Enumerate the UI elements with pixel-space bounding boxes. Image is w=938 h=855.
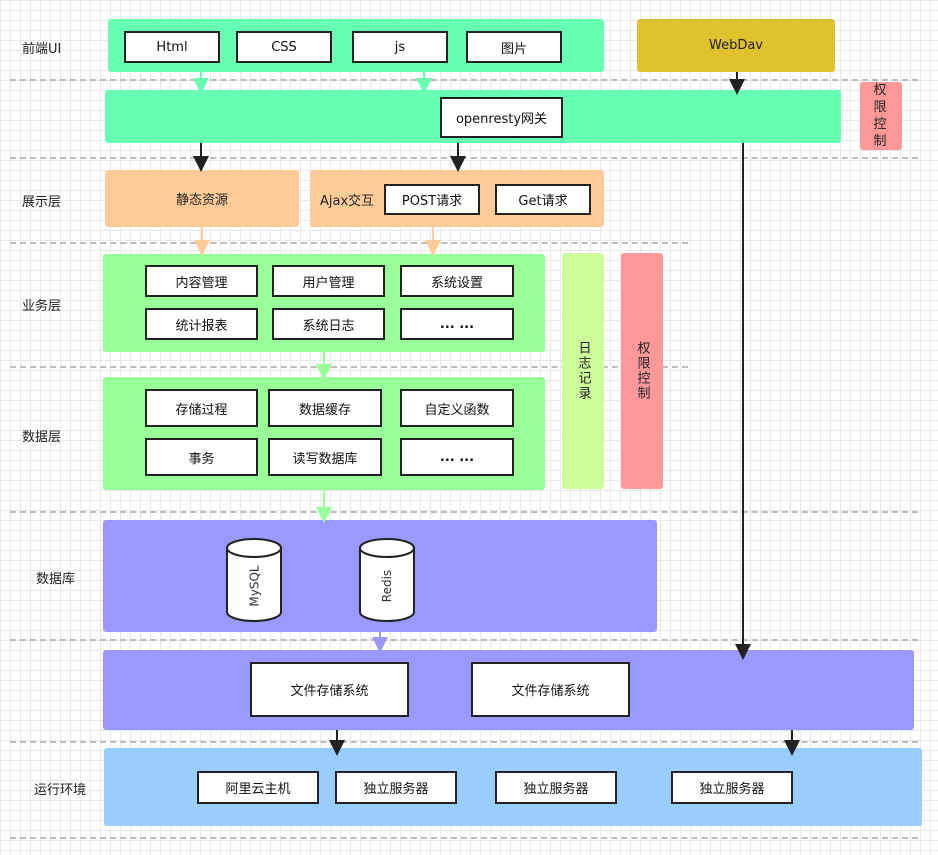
runtime-item: 阿里云主机: [197, 771, 319, 804]
webdav-label: WebDav: [708, 38, 763, 53]
file-storage-box: 文件存储系统: [250, 662, 409, 717]
static-resources-box: 静态资源: [105, 170, 299, 227]
ajax-label: Ajax交互: [320, 194, 375, 209]
data-layer-item: 自定义函数: [400, 389, 514, 427]
separator: [10, 741, 918, 743]
separator: [10, 79, 918, 81]
data-layer-item: 读写数据库: [268, 438, 382, 476]
separator: [10, 837, 918, 839]
data-layer-item: 数据缓存: [268, 389, 382, 427]
row-label-frontend: 前端UI: [22, 42, 62, 57]
separator: [10, 639, 918, 641]
runtime-item: 独立服务器: [335, 771, 457, 804]
frontend-image-box: 图片: [466, 31, 562, 63]
separator: [10, 511, 918, 513]
data-layer-item: 存储过程: [145, 389, 258, 427]
get-request-box: Get请求: [495, 184, 591, 215]
file-storage-box: 文件存储系统: [471, 662, 630, 717]
separator: [10, 242, 688, 244]
log-record-box: 日志记录: [562, 253, 604, 489]
frontend-html-box: Html: [124, 31, 220, 63]
data-layer-item: 事务: [145, 438, 258, 476]
static-resources-label: 静态资源: [175, 193, 228, 208]
row-label-runtime: 运行环境: [34, 783, 87, 798]
separator: [10, 366, 688, 368]
auth-side-label: 权限控制: [634, 341, 650, 401]
row-label-data: 数据层: [22, 430, 62, 445]
business-item: 统计报表: [145, 308, 258, 340]
auth-side-box: 权限控制: [621, 253, 663, 489]
frontend-css-box: CSS: [236, 31, 332, 63]
row-label-presentation: 展示层: [22, 195, 62, 210]
business-item: 用户管理: [272, 265, 385, 297]
row-label-business: 业务层: [22, 299, 62, 314]
runtime-item: 独立服务器: [495, 771, 617, 804]
row-label-database: 数据库: [36, 572, 76, 587]
webdav-box: WebDav: [637, 19, 835, 72]
business-item: 内容管理: [145, 265, 258, 297]
mysql-cylinder-icon: [226, 538, 282, 622]
frontend-js-box: js: [352, 31, 448, 63]
runtime-item: 独立服务器: [671, 771, 793, 804]
auth-top-box: 权限控制: [860, 82, 902, 150]
log-record-label: 日志记录: [575, 341, 591, 401]
business-item: ... ...: [400, 308, 514, 340]
post-request-box: POST请求: [384, 184, 480, 215]
redis-cylinder-icon: [359, 538, 415, 622]
gateway-box: openresty网关: [440, 97, 563, 138]
data-layer-item: ... ...: [400, 438, 514, 476]
business-item: 系统日志: [272, 308, 385, 340]
auth-top-label: 权限控制: [873, 83, 889, 149]
business-item: 系统设置: [400, 265, 514, 297]
